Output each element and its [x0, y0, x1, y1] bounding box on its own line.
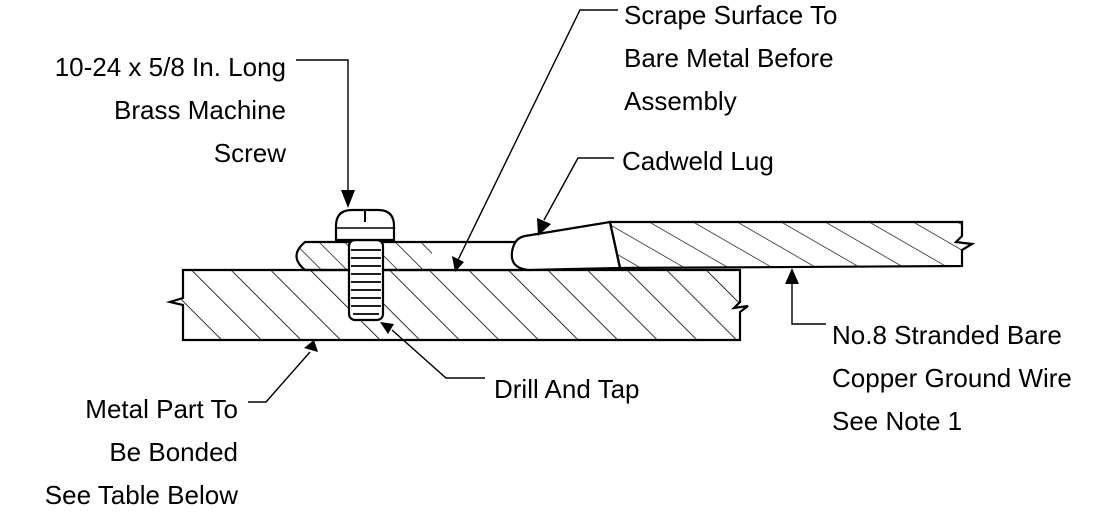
leader-lines [248, 9, 826, 403]
lug-tongue [432, 240, 522, 272]
label-metal-line-2: Be Bonded [109, 437, 238, 467]
label-scrape-line-3: Assembly [624, 86, 737, 116]
metal-plate [165, 268, 749, 342]
lug-arrow [537, 218, 551, 236]
drill-leader [391, 329, 485, 379]
label-metal-line-1: Metal Part To [85, 394, 238, 424]
wire-leader [791, 282, 826, 325]
arrowheads [304, 190, 799, 352]
screw-head [334, 208, 396, 242]
label-metal-line-3: See Table Below [44, 480, 238, 510]
label-drill-line-1: Drill And Tap [494, 374, 640, 404]
label-screw-line-2: Brass Machine [114, 95, 286, 125]
label-cadweld-lug: Cadweld Lug [622, 140, 774, 183]
label-metal-part: Metal Part To Be Bonded See Table Below [0, 388, 238, 517]
drill-arrow [380, 322, 394, 334]
screw-leader [296, 59, 349, 192]
screw-arrow [341, 190, 355, 208]
wire-arrow [785, 268, 799, 284]
label-screw-line-3: Screw [213, 138, 286, 168]
label-wire-line-1: No.8 Stranded Bare [832, 320, 1062, 350]
label-scrape-line-2: Bare Metal Before [624, 43, 834, 73]
cadweld-lug-barrel [510, 220, 622, 272]
label-screw: 10-24 x 5/8 In. Long Brass Machine Screw [0, 46, 286, 175]
label-scrape-line-1: Scrape Surface To [624, 0, 838, 30]
label-wire-line-2: Copper Ground Wire [832, 363, 1072, 393]
scrape-arrow [452, 256, 464, 272]
label-screw-line-1: 10-24 x 5/8 In. Long [54, 52, 286, 82]
label-ground-wire: No.8 Stranded Bare Copper Ground Wire Se… [832, 314, 1072, 443]
ground-wire [608, 220, 976, 270]
screw-shank [347, 238, 385, 322]
label-drill-and-tap: Drill And Tap [494, 368, 640, 411]
label-scrape: Scrape Surface To Bare Metal Before Asse… [624, 0, 837, 123]
label-wire-line-3: See Note 1 [832, 406, 963, 436]
lug-leader [543, 157, 614, 221]
label-lug-line-1: Cadweld Lug [622, 146, 774, 176]
metal-leader [248, 351, 311, 403]
metal-arrow [304, 340, 318, 352]
scrape-leader [457, 9, 618, 261]
